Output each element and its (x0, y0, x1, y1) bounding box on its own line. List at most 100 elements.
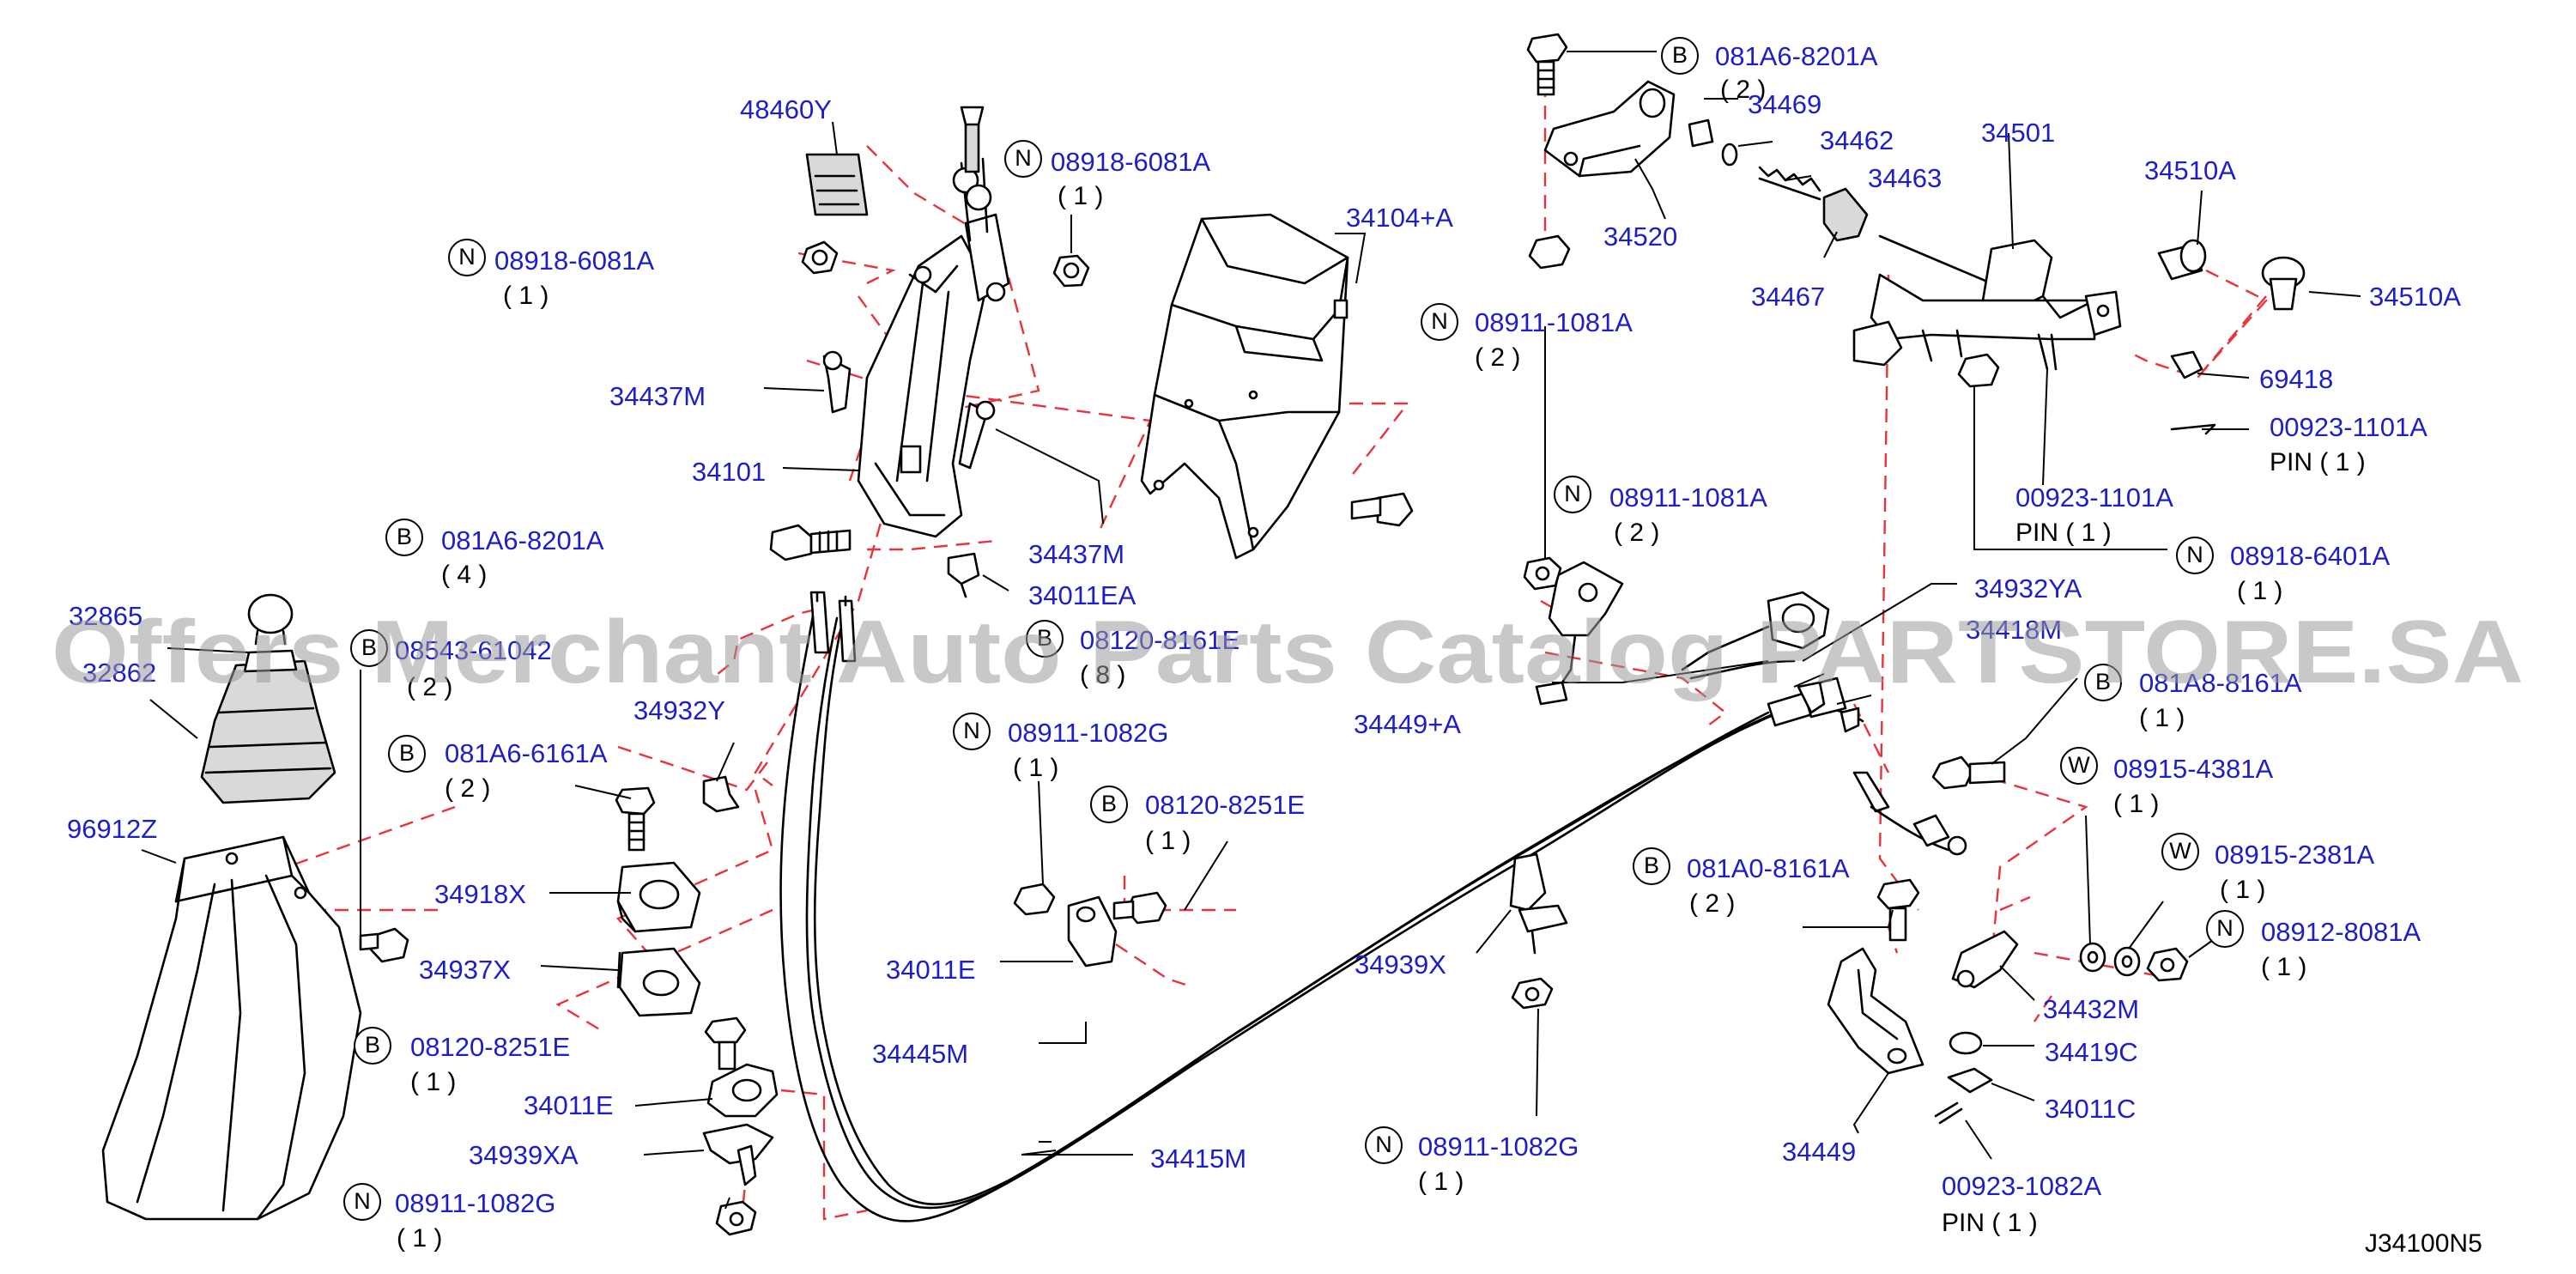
boot-32862 (200, 649, 336, 804)
callout-34415M[interactable]: 34415M (1150, 1144, 1247, 1174)
prefix-badge-b: B (1026, 620, 1064, 658)
callout-34437M-upper[interactable]: 34437M (609, 381, 706, 411)
boot-34467 (1822, 187, 1869, 242)
callout-34918X[interactable]: 34918X (434, 879, 526, 909)
callout-00923-1101A-mid[interactable]: 00923-1101A (2015, 482, 2173, 513)
callout-34467[interactable]: 34467 (1751, 282, 1826, 312)
callout-34510A-upper[interactable]: 34510A (2144, 155, 2236, 185)
prefix-badge-n: N (448, 239, 486, 276)
callout-96912Z[interactable]: 96912Z (67, 814, 158, 844)
console-96912Z (101, 835, 362, 1221)
nut-08918-right (1052, 254, 1090, 288)
callout-34932YA[interactable]: 34932YA (1974, 573, 2082, 604)
nut-08912-8081A (2146, 947, 2189, 982)
callout-48460Y[interactable]: 48460Y (740, 94, 832, 124)
lever-34432M (1951, 930, 2019, 989)
callout-08911-1082G-lower[interactable]: 08911-1082G (395, 1188, 556, 1218)
callout-34937X[interactable]: 34937X (419, 955, 511, 985)
diagram-code: J34100N5 (2365, 1229, 2482, 1258)
callout-081A8-8161A[interactable]: 081A8-8161A (2139, 668, 2302, 698)
callout-69418[interactable]: 69418 (2259, 364, 2334, 394)
washer-34419C (1949, 1031, 1983, 1055)
callout-34449[interactable]: 34449 (1782, 1137, 1857, 1167)
callout-08911-1081A-mid[interactable]: 08911-1081A (1609, 482, 1767, 513)
callout-081A0-8161A[interactable]: 081A0-8161A (1687, 853, 1850, 883)
callout-08912-8081A[interactable]: 08912-8081A (2261, 917, 2421, 947)
callout-08911-1082G-center[interactable]: 08911-1082G (1008, 718, 1169, 748)
callout-34449A[interactable]: 34449+A (1354, 709, 1461, 739)
callout-081A6-6161A[interactable]: 081A6-6161A (445, 738, 608, 768)
bolt-08120-8251E-lower (704, 1016, 747, 1071)
washer-08915-2381A (2113, 946, 2141, 977)
callout-00923-1101A-right[interactable]: 00923-1101A (2270, 412, 2428, 442)
callout-34101[interactable]: 34101 (692, 457, 767, 487)
callout-08918-6081A-upper[interactable]: 08918-6081A (1051, 147, 1211, 177)
bracket-34939XA (702, 1123, 774, 1186)
callout-34419C[interactable]: 34419C (2045, 1037, 2138, 1067)
callout-08120-8251E-lower[interactable]: 08120-8251E (410, 1032, 571, 1062)
callout-34469[interactable]: 34469 (1748, 89, 1822, 119)
callout-34011E-lower[interactable]: 34011E (524, 1090, 614, 1120)
callout-08120-8251E-center[interactable]: 08120-8251E (1145, 790, 1306, 820)
callout-08915-4381A[interactable]: 08915-4381A (2113, 754, 2274, 784)
clip-69418 (2170, 350, 2203, 379)
qty-08120-8251E-center: ( 1 ) (1145, 827, 1191, 855)
callout-34011E-center[interactable]: 34011E (886, 955, 976, 985)
callout-34432M[interactable]: 34432M (2043, 994, 2140, 1024)
bolt-08120-8251E-center (1112, 891, 1167, 925)
callout-32865[interactable]: 32865 (69, 601, 143, 631)
leader-lines (141, 51, 2361, 1210)
pin-00923-1101A-mid (2037, 333, 2058, 371)
spring-34463 (1758, 166, 1821, 201)
shifter-base-34101 (857, 106, 1010, 538)
nut-08911-1082G-right (1511, 977, 1554, 1010)
callout-34437M-lower[interactable]: 34437M (1028, 539, 1125, 569)
callout-081A6-8201A-shifter[interactable]: 081A6-8201A (441, 525, 604, 555)
callout-00923-1082A[interactable]: 00923-1082A (1942, 1171, 2102, 1201)
prefix-badge-b: B (354, 1027, 391, 1065)
callout-34939X[interactable]: 34939X (1355, 949, 1446, 980)
callout-34501[interactable]: 34501 (1981, 118, 2056, 148)
callout-34939XA[interactable]: 34939XA (469, 1140, 579, 1170)
bolt-081A6-8201A-shifter (769, 524, 852, 561)
prefix-badge-n: N (2206, 910, 2244, 948)
qty-081A8-8161A: ( 1 ) (2139, 704, 2185, 732)
prefix-badge-n: N (1421, 303, 1458, 341)
callout-081A6-8201A-upper[interactable]: 081A6-8201A (1715, 41, 1878, 71)
prefix-badge-b: B (350, 629, 388, 667)
callout-34445M[interactable]: 34445M (872, 1039, 969, 1069)
pin-00923-1101A-right (2170, 423, 2216, 435)
callout-08918-6401A[interactable]: 08918-6401A (2230, 541, 2391, 571)
bolt-34937X (359, 927, 409, 963)
callout-34104A[interactable]: 34104+A (1346, 203, 1453, 233)
callout-08915-2381A[interactable]: 08915-2381A (2215, 840, 2375, 870)
clip-34011E-lower (706, 1063, 779, 1118)
qty-081A0-8161A: ( 2 ) (1689, 889, 1736, 918)
callout-34418M[interactable]: 34418M (1966, 615, 2063, 645)
callout-08918-6081A-left[interactable]: 08918-6081A (494, 246, 655, 276)
callout-08911-1081A-upper[interactable]: 08911-1081A (1475, 307, 1633, 337)
qty-08120-8161E: ( 8 ) (1080, 661, 1126, 689)
callout-34011EA[interactable]: 34011EA (1028, 580, 1136, 610)
callout-34520[interactable]: 34520 (1603, 221, 1678, 252)
nut-08911-1081A-upper (1528, 234, 1571, 270)
callout-34011C[interactable]: 34011C (2045, 1094, 2137, 1124)
prefix-badge-w: W (2161, 833, 2199, 871)
knob-32865 (247, 593, 294, 646)
clip-pin-34437M-upper (822, 350, 852, 414)
callout-34510A-right[interactable]: 34510A (2369, 282, 2461, 312)
qty-08120-8251E-lower: ( 1 ) (410, 1068, 457, 1096)
nut-08911-1081A-mid (1523, 556, 1562, 591)
callout-08120-8161E[interactable]: 08120-8161E (1080, 625, 1240, 655)
bolt-081A6-8201A-upper (1526, 33, 1568, 96)
nut-08918-6401A (1957, 353, 2000, 388)
qty-08543-61042: ( 2 ) (407, 673, 453, 701)
callout-34932Y[interactable]: 34932Y (633, 695, 725, 725)
clip-34932Y (702, 775, 740, 813)
callout-08543-61042[interactable]: 08543-61042 (395, 635, 552, 665)
callout-34462[interactable]: 34462 (1820, 125, 1894, 155)
callout-08911-1082G-right[interactable]: 08911-1082G (1418, 1131, 1579, 1162)
callout-34463[interactable]: 34463 (1868, 163, 1943, 193)
callout-32862[interactable]: 32862 (82, 658, 157, 688)
